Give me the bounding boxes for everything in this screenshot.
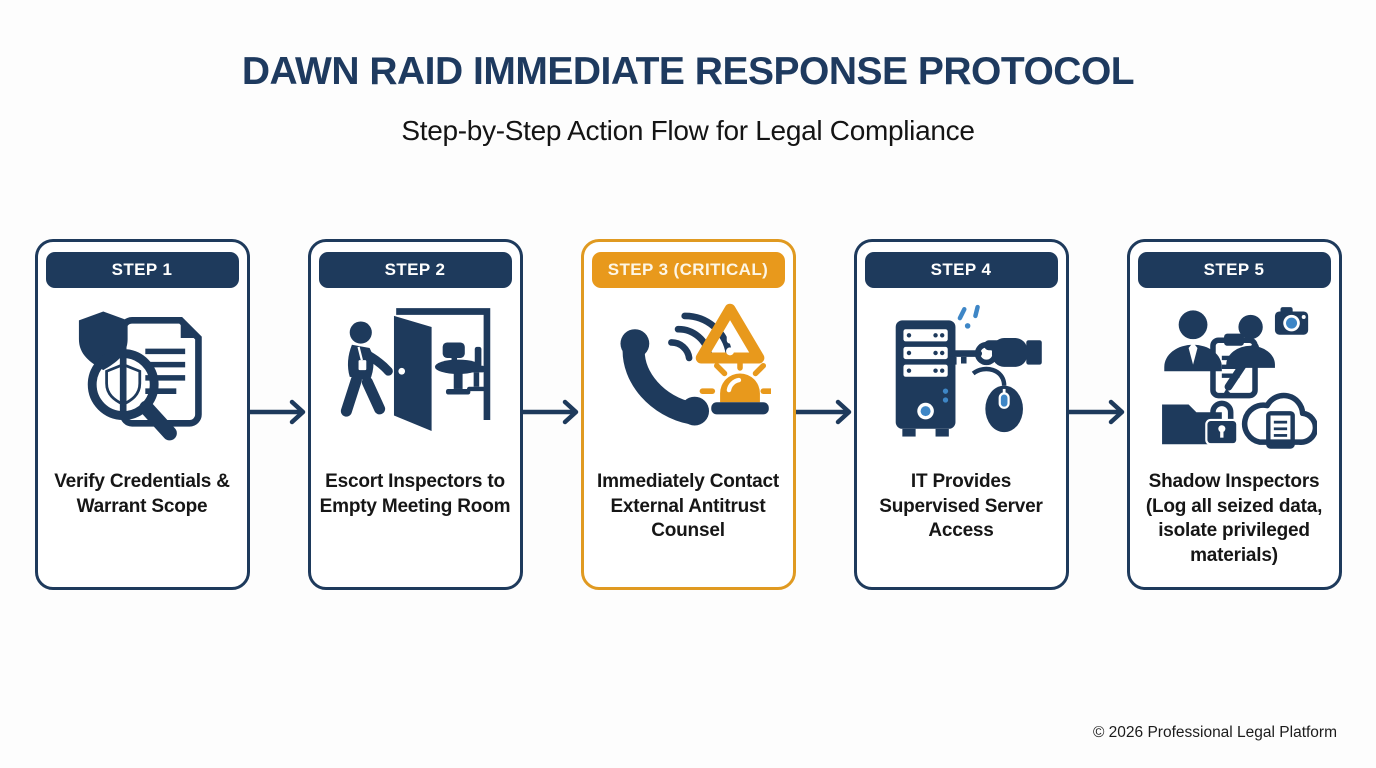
step-caption: Escort Inspectors to Empty Meeting Room [319,471,511,517]
step-label: STEP 4 [930,260,992,279]
step-header-pill: STEP 4 [864,252,1058,288]
escort-to-meeting-room-icon [340,308,491,432]
step-icon-zone [878,288,1044,470]
credentials-verification-icon [78,311,202,441]
step-card-4: STEP 4 [853,239,1069,590]
step-icon-zone [332,288,498,470]
server-access-icon [895,304,1042,437]
page-title: DAWN RAID IMMEDIATE RESPONSE PROTOCOL [241,50,1135,93]
step-header-pill: STEP 1 [45,252,239,288]
emergency-call-icon [620,303,771,426]
step-icon-zone [605,288,771,470]
step-caption: Immediately Contact External Antitrust C… [596,471,780,542]
step-flow: STEP 1 Verify C [0,239,1376,590]
step-card-5: STEP 5 [1126,239,1342,590]
shadow-inspectors-icon [1162,307,1317,449]
header: DAWN RAID IMMEDIATE RESPONSE PROTOCOL St… [0,0,1376,147]
step-caption: Verify Credentials & Warrant Scope [54,471,230,517]
step-header-pill: STEP 5 [1137,252,1331,288]
step-card-3-critical: STEP 3 (CRITICAL) [580,239,796,590]
step-icon-zone [1151,288,1317,470]
right-arrow-icon [522,399,581,425]
step-label: STEP 3 (CRITICAL) [607,260,769,279]
step-header-pill: STEP 2 [318,252,512,288]
step-header-pill: STEP 3 (CRITICAL) [591,252,785,288]
step-card-1: STEP 1 Verify C [34,239,250,590]
step-label: STEP 5 [1203,260,1265,279]
step-caption: IT Provides Supervised Server Access [879,471,1043,542]
step-icon-zone [59,288,225,470]
page-subtitle: Step-by-Step Action Flow for Legal Compl… [401,115,975,146]
footer-copyright: © 2026 Professional Legal Platform [1092,724,1337,741]
step-caption: Shadow Inspectors (Log all seized data, … [1145,471,1323,567]
step-label: STEP 2 [384,260,446,279]
right-arrow-icon [249,399,308,425]
step-label: STEP 1 [111,260,173,279]
step-card-2: STEP 2 [307,239,523,590]
right-arrow-icon [795,399,854,425]
right-arrow-icon [1068,399,1127,425]
